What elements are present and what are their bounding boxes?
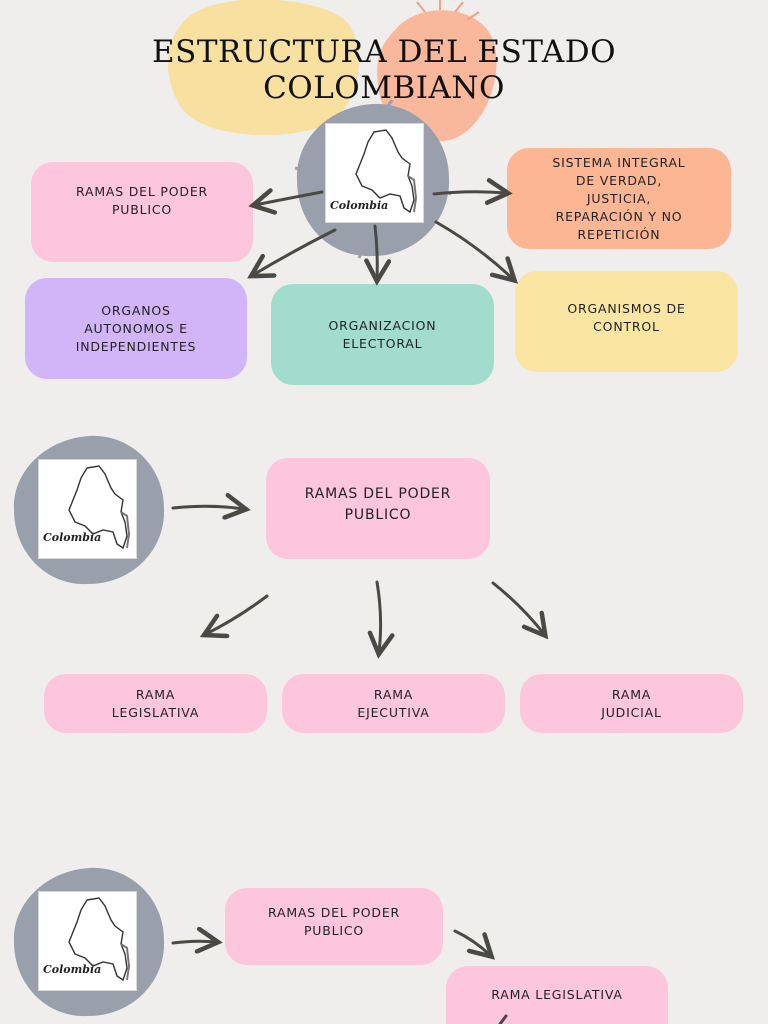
arrow-map-to-ramas-3 [171, 941, 216, 943]
box-label: RAMA LEGISLATIVA [491, 987, 623, 1002]
yellow-blob-decoration [167, 0, 359, 136]
box-label: RAMA LEGISLATIVA [111, 686, 200, 720]
arrow-to-legislativa-3 [453, 929, 490, 955]
box-label: SISTEMA INTEGRAL DE VERDAD, JUSTICIA, RE… [552, 154, 686, 242]
box-ramas-poder-publico-3[interactable]: RAMAS DEL PODER PUBLICO [225, 888, 443, 965]
box-organismos-control[interactable]: ORGANISMOS DE CONTROL [515, 271, 738, 372]
map-label: Colombia [43, 531, 102, 544]
arrow-to-electoral [375, 224, 377, 279]
box-rama-legislativa-3[interactable]: RAMA LEGISLATIVA [446, 966, 668, 1024]
arrow-to-control [434, 220, 513, 279]
box-rama-ejecutiva[interactable]: RAMA EJECUTIVA [282, 674, 505, 733]
box-rama-legislativa[interactable]: RAMA LEGISLATIVA [44, 674, 267, 733]
arrow-to-ramas [255, 192, 324, 205]
colombia-map-image: Colombia [325, 123, 424, 223]
title-line-2: COLOMBIANO [263, 70, 505, 106]
colombia-map-outline-icon [68, 465, 131, 550]
arrow-to-ejecutiva [377, 580, 381, 652]
box-sistema-integral[interactable]: SISTEMA INTEGRAL DE VERDAD, JUSTICIA, RE… [507, 148, 731, 249]
map-label: Colombia [330, 199, 389, 212]
box-rama-judicial[interactable]: RAMA JUDICIAL [520, 674, 743, 733]
arrow-map-to-ramas [171, 506, 244, 509]
colombia-map-image: Colombia [38, 891, 137, 991]
page-title: ESTRUCTURA DEL ESTADO COLOMBIANO [0, 34, 768, 106]
orange-blob-decoration [377, 0, 497, 142]
box-label: ORGANOS AUTONOMOS E INDEPENDIENTES [75, 302, 197, 354]
box-ramas-poder-publico-2[interactable]: RAMAS DEL PODER PUBLICO [266, 458, 490, 559]
box-label: RAMA JUDICIAL [601, 686, 662, 720]
box-organizacion-electoral[interactable]: ORGANIZACION ELECTORAL [271, 284, 494, 385]
arrow-to-organos [253, 228, 337, 275]
box-label: RAMAS DEL PODER PUBLICO [75, 184, 209, 217]
arrow-down-continuation [498, 1014, 508, 1024]
colombia-map-outline-icon [355, 129, 418, 214]
colombia-map-image: Colombia [38, 459, 137, 559]
colombia-map-outline-icon [68, 897, 131, 982]
box-ramas-poder-publico[interactable]: RAMAS DEL PODER PUBLICO [31, 162, 253, 262]
box-organos-autonomos[interactable]: ORGANOS AUTONOMOS E INDEPENDIENTES [25, 278, 247, 379]
arrow-to-legislativa [206, 594, 269, 634]
map-label: Colombia [43, 963, 102, 976]
box-label: ORGANISMOS DE CONTROL [567, 300, 686, 334]
arrow-to-judicial [491, 581, 544, 634]
box-label: RAMAS DEL PODER PUBLICO [267, 904, 401, 938]
box-label: RAMA EJECUTIVA [357, 686, 430, 720]
box-label: RAMAS DEL PODER PUBLICO [304, 485, 452, 523]
title-line-1: ESTRUCTURA DEL ESTADO [151, 34, 617, 70]
box-label: ORGANIZACION ELECTORAL [328, 317, 437, 351]
arrow-to-sistema [432, 192, 506, 194]
